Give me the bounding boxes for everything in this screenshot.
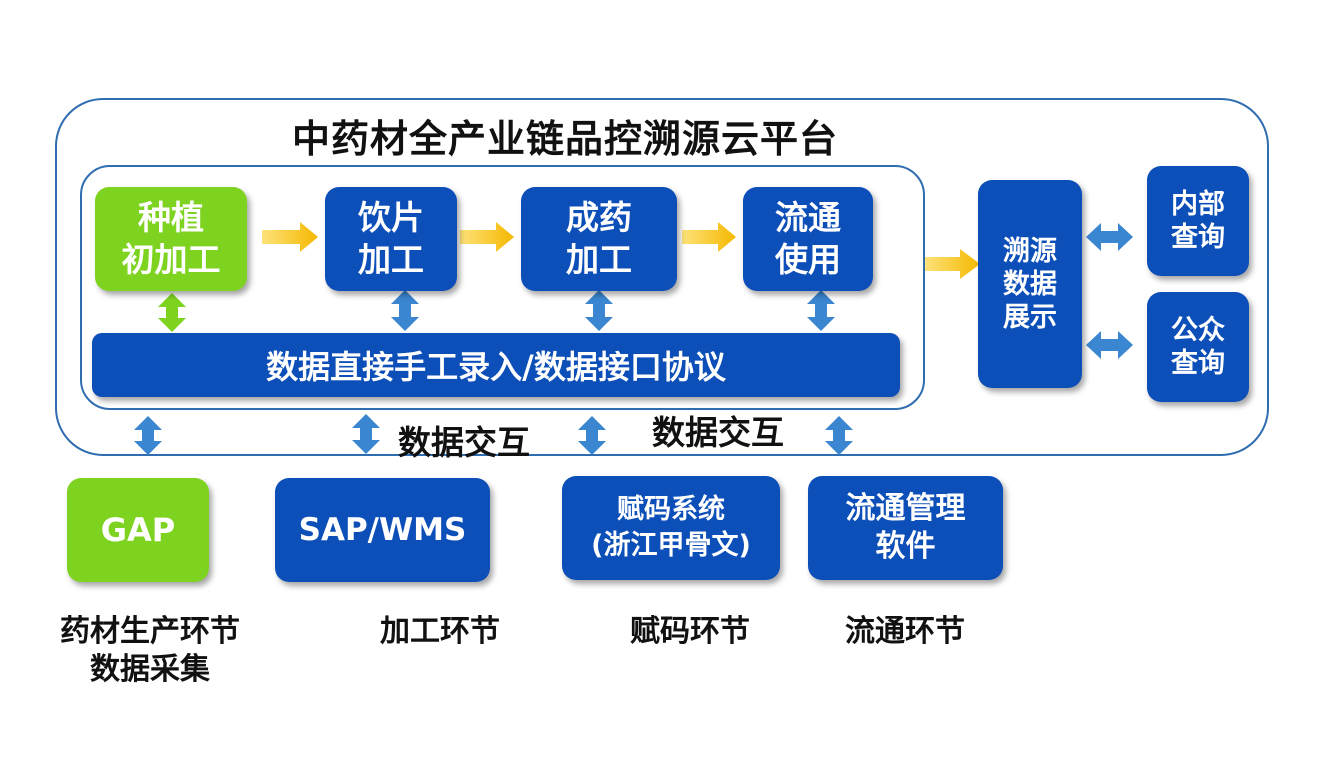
system-line: GAP	[100, 511, 176, 549]
process-step-line: 初加工	[121, 240, 221, 279]
arrow-right-2	[460, 222, 514, 252]
process-step-circulation: 流通 使用	[743, 187, 873, 291]
system-line: SAP/WMS	[298, 512, 467, 548]
platform-title: 中药材全产业链品控溯源云平台	[291, 117, 838, 161]
arrow-updown-7	[578, 416, 606, 455]
arrow-updown-3	[585, 290, 613, 331]
trace-display-line: 数据	[1003, 268, 1057, 300]
process-step-line: 加工	[566, 240, 632, 279]
data-entry-bar: 数据直接手工录入/数据接口协议	[92, 333, 900, 397]
process-step-line: 使用	[775, 240, 841, 279]
system-circulation-software: 流通管理 软件	[808, 476, 1003, 580]
query-line: 公众	[1171, 315, 1225, 346]
system-sap-wms: SAP/WMS	[275, 478, 490, 582]
query-line: 内部	[1171, 189, 1225, 220]
stage-line: 加工环节	[380, 614, 500, 649]
stage-line: 数据采集	[90, 652, 210, 687]
platform-outer-border	[55, 98, 1269, 456]
process-step-slices: 饮片 加工	[325, 187, 457, 291]
arrow-right-3	[682, 222, 736, 252]
arrow-updown-4	[807, 290, 835, 331]
public-query-box: 公众 查询	[1147, 292, 1249, 402]
arrow-leftright-1	[1086, 223, 1133, 251]
process-step-line: 饮片	[358, 198, 424, 237]
arrow-updown-6	[352, 414, 380, 454]
trace-display-line: 溯源	[1003, 235, 1057, 267]
arrow-updown-green	[158, 293, 186, 332]
stage-line: 流通环节	[845, 614, 965, 649]
trace-display-box: 溯源 数据 展示	[978, 180, 1082, 388]
system-line: 赋码系统	[617, 494, 725, 525]
internal-query-box: 内部 查询	[1147, 166, 1249, 276]
process-step-line: 成药	[566, 198, 632, 237]
arrow-updown-2	[391, 290, 419, 331]
stage-label-processing: 加工环节	[340, 613, 540, 651]
arrow-leftright-2	[1086, 331, 1133, 359]
trace-display-line: 展示	[1003, 301, 1057, 333]
stage-label-production: 药材生产环节 数据采集	[40, 613, 260, 689]
process-inner-border	[80, 165, 925, 410]
query-line: 查询	[1171, 348, 1225, 379]
process-step-line: 流通	[775, 198, 841, 237]
data-interaction-label: 数据交互	[398, 423, 530, 462]
stage-label-circulation: 流通环节	[805, 613, 1005, 651]
system-coding: 赋码系统 (浙江甲骨文)	[562, 476, 780, 580]
stage-label-coding: 赋码环节	[590, 613, 790, 651]
process-step-line: 加工	[358, 240, 424, 279]
arrow-updown-8	[825, 416, 853, 455]
query-line: 查询	[1171, 222, 1225, 253]
arrow-right-to-trace	[925, 249, 980, 279]
process-step-planting: 种植 初加工	[95, 187, 247, 291]
process-step-line: 种植	[138, 198, 204, 237]
arrow-updown-5	[134, 416, 162, 455]
process-step-medicine: 成药 加工	[521, 187, 677, 291]
stage-line: 赋码环节	[630, 614, 750, 649]
arrow-right-1	[262, 222, 318, 252]
system-line: (浙江甲骨文)	[591, 530, 751, 561]
system-line: 流通管理	[845, 491, 966, 526]
data-interaction-label: 数据交互	[652, 413, 784, 452]
system-gap: GAP	[67, 478, 209, 582]
system-line: 软件	[875, 529, 936, 564]
stage-line: 药材生产环节	[60, 614, 240, 649]
